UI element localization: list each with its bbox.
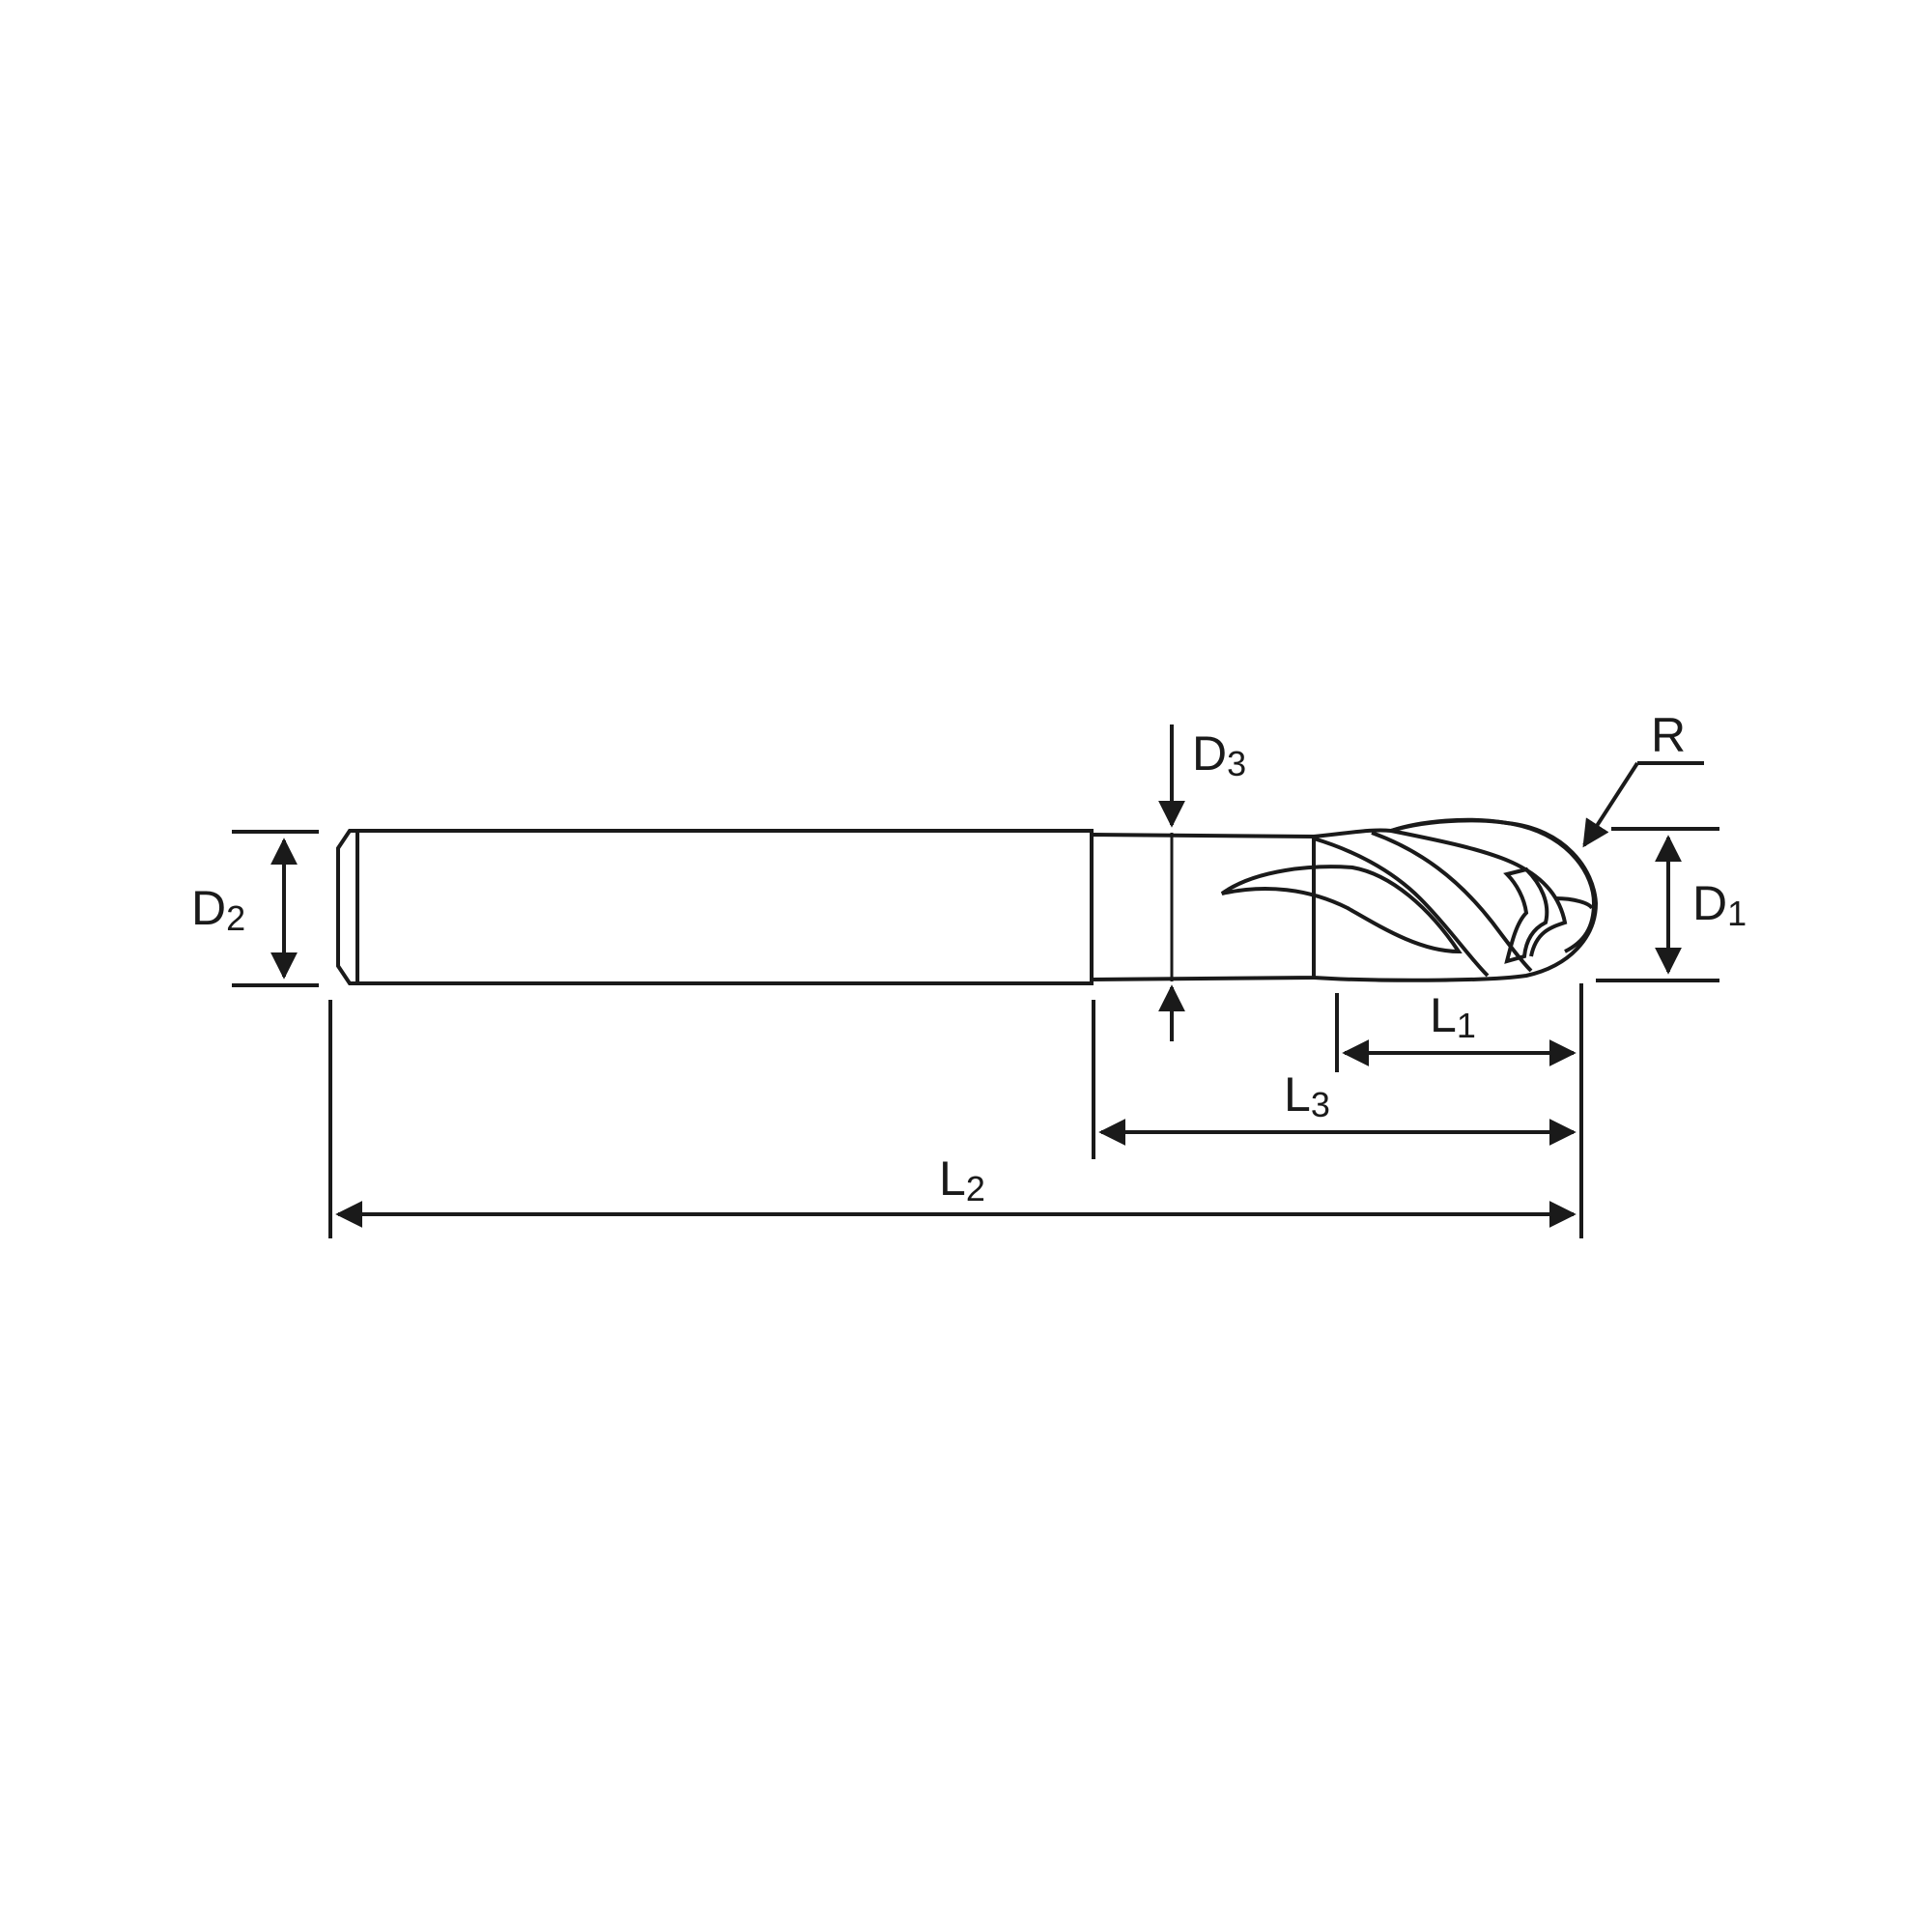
d1-subscript: 1 [1727,894,1747,933]
dimension-extension-lines [328,983,1583,1238]
l1-label: L [1430,988,1457,1042]
l2-subscript: 2 [966,1169,985,1208]
d1-label: D [1692,876,1727,930]
dimension-d1: D1 [1596,827,1747,982]
flute-4 [1390,829,1568,957]
ball-nose [1390,818,1597,953]
dimension-l1: L1 [1342,988,1577,1066]
svg-text:L1: L1 [1430,988,1476,1045]
l1-subscript: 1 [1457,1006,1476,1045]
flute-groove [1503,867,1549,964]
l3-label: L [1284,1067,1311,1122]
svg-text:L3: L3 [1284,1067,1330,1124]
dimension-r: R [1582,708,1704,848]
svg-text:D1: D1 [1692,876,1747,933]
shank [336,829,1094,985]
r-label: R [1651,708,1686,762]
flute-1 [1220,865,1463,954]
l2-label: L [939,1151,966,1206]
flute-2 [1313,837,1490,978]
d3-label: D [1192,726,1227,781]
l3-subscript: 3 [1311,1085,1330,1124]
dimension-d3: D3 [1158,724,1246,1041]
ball-tip-curve [1554,896,1594,910]
svg-text:D3: D3 [1192,726,1246,783]
dimension-l2: L2 [335,1151,1577,1228]
svg-text:D2: D2 [191,881,245,938]
end-mill-tool [336,817,1599,985]
dimension-l3: L3 [1098,1067,1577,1146]
d2-label: D [191,881,226,935]
svg-text:L2: L2 [939,1151,985,1208]
d2-subscript: 2 [226,898,245,938]
d3-subscript: 3 [1227,744,1246,783]
neck [1090,832,1316,982]
dimension-d2: D2 [191,830,319,987]
